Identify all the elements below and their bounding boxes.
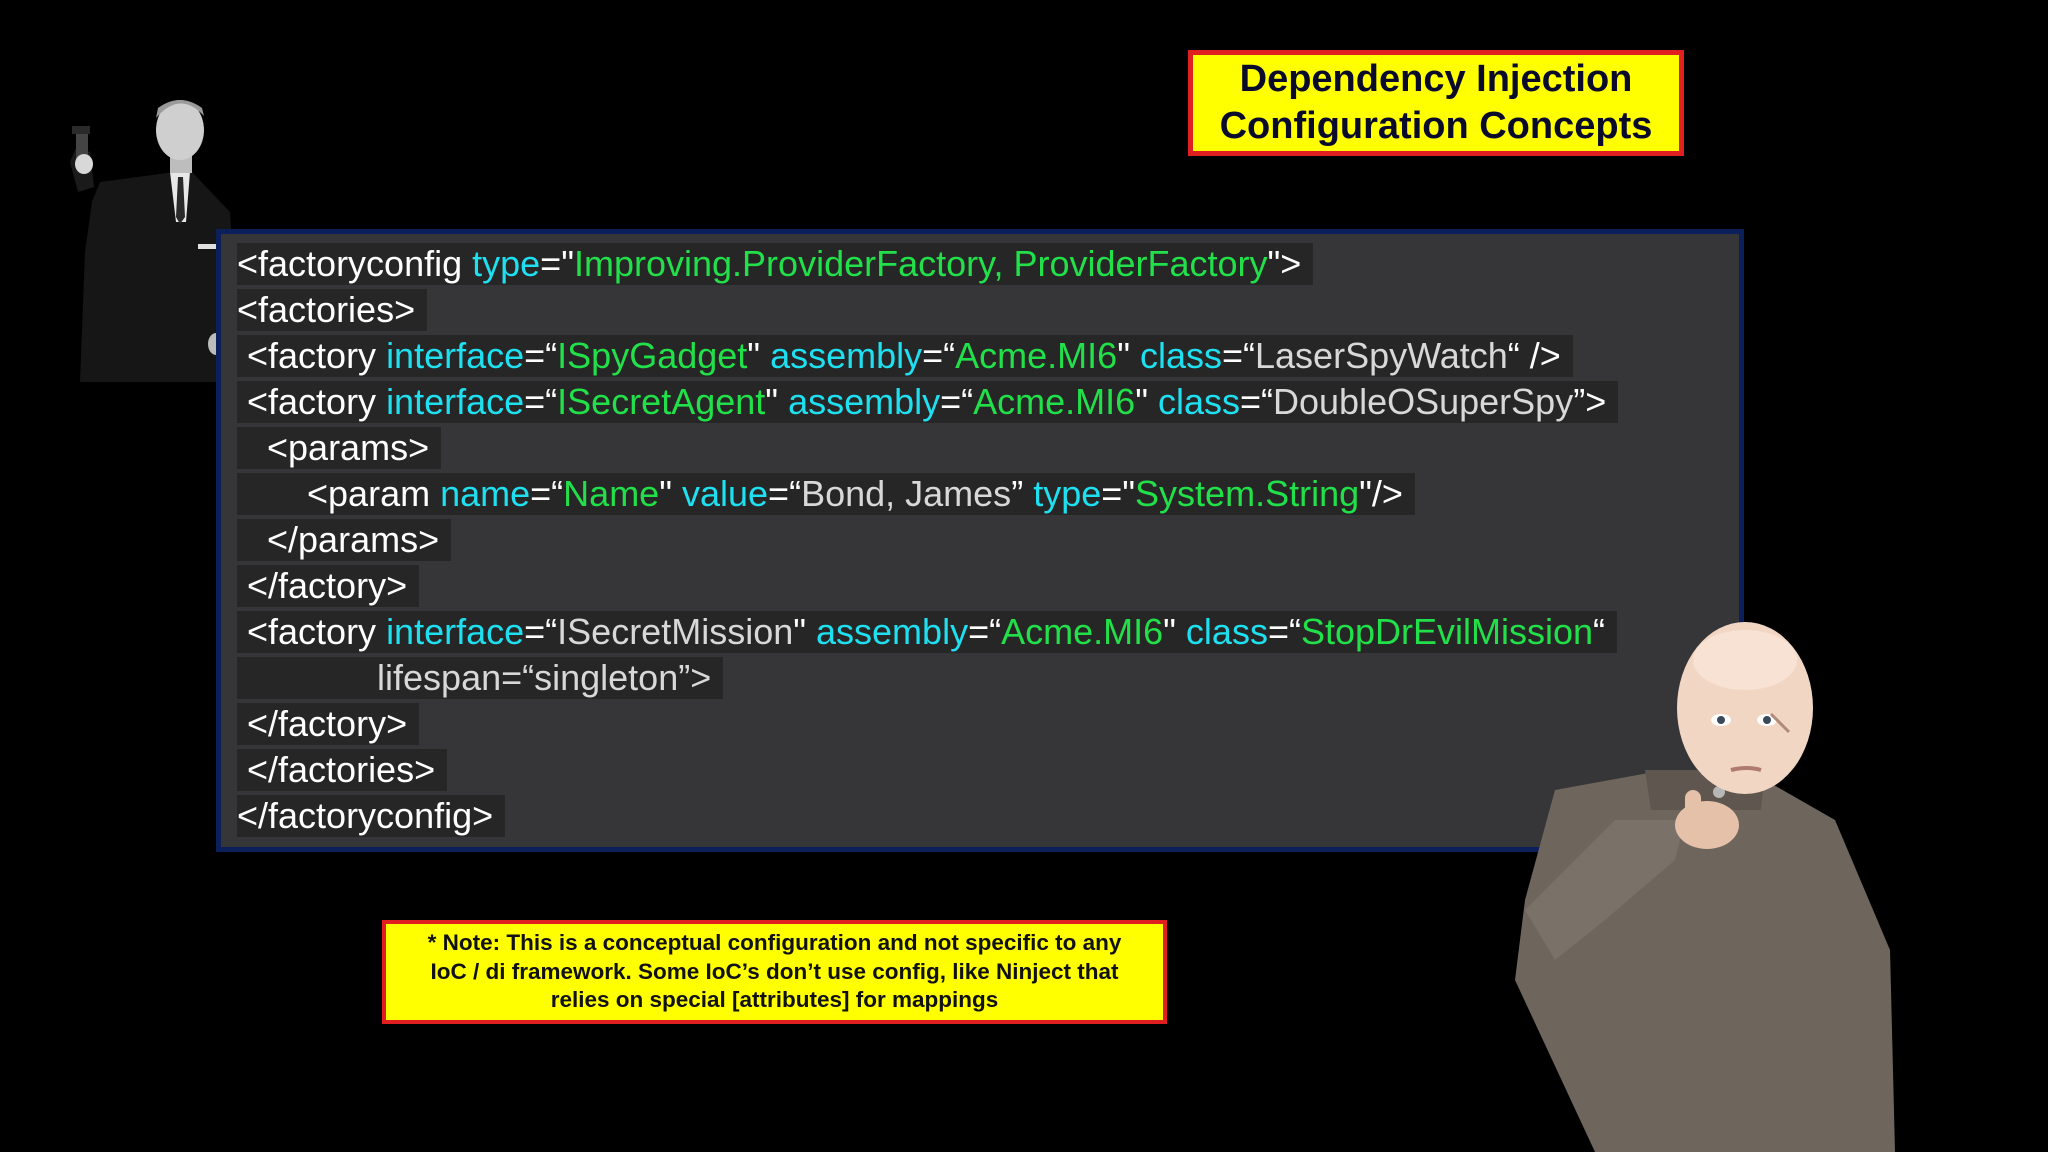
code-token: ”> (1573, 381, 1607, 422)
code-token: "> (1267, 243, 1302, 284)
code-token: Bond, James (801, 473, 1012, 514)
code-token: interface (386, 335, 525, 376)
note-line-2: IoC / di framework. Some IoC’s don’t use… (430, 958, 1119, 984)
code-line: <factory interface=“ISpyGadget" assembly… (237, 335, 1573, 377)
code-line: </factoryconfig> (237, 795, 506, 837)
code-token: <factory (237, 335, 387, 376)
code-panel: <factoryconfig type="Improving.ProviderF… (216, 229, 1744, 852)
code-token: type (472, 243, 541, 284)
note-line-1: * Note: This is a conceptual configurati… (427, 930, 1122, 956)
code-token: =“ (1240, 381, 1274, 422)
code-token: </factoryconfig> (237, 795, 494, 836)
code-token: " (1135, 381, 1158, 422)
code-line: <param name=“Name" value=“Bond, James” t… (237, 473, 1415, 515)
code-token: " (659, 473, 682, 514)
code-token: interface (386, 381, 525, 422)
code-token: Acme.MI6 (973, 381, 1136, 422)
code-token: =“ (524, 611, 558, 652)
code-token: =“ (530, 473, 564, 514)
code-token: =“ (524, 381, 558, 422)
code-token: name (440, 473, 531, 514)
code-line: </factories> (237, 749, 448, 791)
slide-title: Dependency Injection Configuration Conce… (1188, 50, 1684, 156)
code-line: <factory interface=“ISecretMission" asse… (237, 611, 1618, 653)
code-token: <factory (237, 611, 387, 652)
code-token: value (681, 473, 769, 514)
code-token: =" (540, 243, 574, 284)
code-token: class (1139, 335, 1222, 376)
code-token: System.String (1135, 473, 1360, 514)
code-token: ” (1011, 473, 1034, 514)
code-token: =“ (524, 335, 558, 376)
code-token: ISecretMission (557, 611, 794, 652)
code-token: <factory (237, 381, 387, 422)
code-token: lifespan=“singleton”> (237, 657, 712, 698)
code-line: <factory interface=“ISecretAgent" assemb… (237, 381, 1619, 423)
code-token: " (1163, 611, 1186, 652)
code-token: =“ (922, 335, 956, 376)
code-line: </factory> (237, 565, 420, 607)
code-token: <params> (237, 427, 430, 468)
code-token: =" (1101, 473, 1136, 514)
code-token: Acme.MI6 (955, 335, 1118, 376)
code-token: class (1157, 381, 1240, 422)
code-token: LaserSpyWatch (1255, 335, 1508, 376)
code-token: " (1117, 335, 1140, 376)
code-token: =“ (968, 611, 1002, 652)
code-token: " (747, 335, 771, 376)
code-token: " (765, 381, 789, 422)
code-token: type (1033, 473, 1102, 514)
code-token: =“ (768, 473, 802, 514)
title-line-1: Dependency Injection (1239, 58, 1633, 100)
title-line-2: Configuration Concepts (1219, 105, 1653, 147)
code-line: </factory> (237, 703, 420, 745)
code-token: Name (563, 473, 660, 514)
code-line: <factories> (237, 289, 428, 331)
code-token: </factories> (237, 749, 436, 790)
code-token: “ (1593, 611, 1606, 652)
code-token: interface (386, 611, 525, 652)
note-line-3: relies on special [attributes] for mappi… (550, 987, 999, 1013)
code-token: </factory> (237, 565, 408, 606)
code-token: assembly (770, 335, 923, 376)
code-token: ISecretAgent (557, 381, 766, 422)
code-token: =“ (1222, 335, 1256, 376)
code-line: <factoryconfig type="Improving.ProviderF… (237, 243, 1314, 285)
code-token: assembly (816, 611, 969, 652)
code-token: Improving.ProviderFactory, ProviderFacto… (573, 243, 1268, 284)
footnote: * Note: This is a conceptual configurati… (382, 920, 1167, 1024)
code-line: lifespan=“singleton”> (237, 657, 724, 699)
code-token: StopDrEvilMission (1300, 611, 1594, 652)
bald-villain-photo (1515, 622, 1895, 1152)
code-token: "/> (1359, 473, 1403, 514)
code-token: </params> (237, 519, 440, 560)
agent-with-pistol-photo (70, 100, 240, 382)
code-token: =“ (1267, 611, 1301, 652)
code-token: Acme.MI6 (1001, 611, 1164, 652)
code-token: assembly (788, 381, 941, 422)
code-token: <factories> (237, 289, 416, 330)
code-line: </params> (237, 519, 452, 561)
code-token: class (1185, 611, 1268, 652)
code-token: DoubleOSuperSpy (1273, 381, 1574, 422)
code-token: " (793, 611, 817, 652)
code-line: <params> (237, 427, 442, 469)
code-token: <param (237, 473, 441, 514)
code-token: ISpyGadget (557, 335, 748, 376)
code-token: “ /> (1507, 335, 1561, 376)
code-token: </factory> (237, 703, 408, 744)
code-token: =“ (940, 381, 974, 422)
code-token: <factoryconfig (237, 243, 473, 284)
